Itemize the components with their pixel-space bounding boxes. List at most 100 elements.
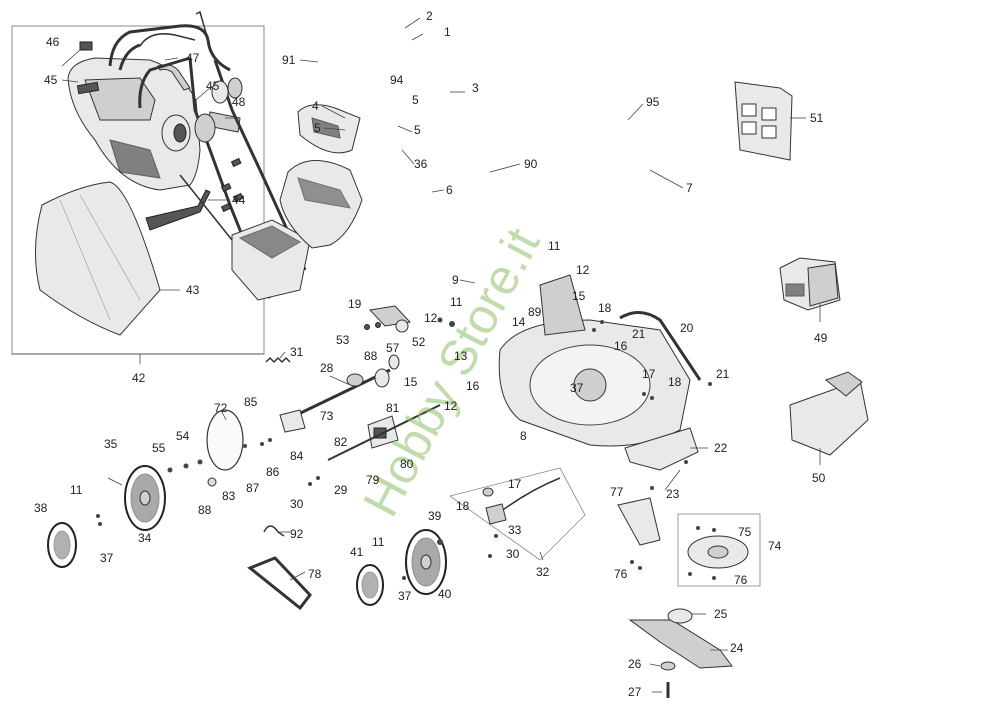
callout-21: 21 [716, 367, 730, 381]
callout-43: 43 [186, 283, 200, 297]
callout-94: 94 [390, 73, 404, 87]
callout-32: 32 [536, 565, 550, 579]
callout-53: 53 [336, 333, 350, 347]
callout-19: 19 [348, 297, 362, 311]
callout-81: 81 [386, 401, 400, 415]
callout-75: 75 [738, 525, 752, 539]
callout-85: 85 [244, 395, 258, 409]
callout-29: 29 [334, 483, 348, 497]
height-lever-cable-part [499, 477, 561, 513]
callout-16: 16 [614, 339, 628, 353]
charger-part [789, 379, 869, 456]
callout-12: 12 [424, 311, 438, 325]
callout-17: 17 [642, 367, 656, 381]
callout-7: 7 [686, 181, 693, 195]
callout-86: 86 [266, 465, 280, 479]
callout-15: 15 [572, 289, 586, 303]
callout-87: 87 [246, 481, 260, 495]
callout-95: 95 [646, 95, 660, 109]
callout-14: 14 [512, 315, 526, 329]
callout-12: 12 [576, 263, 590, 277]
callout-13: 13 [454, 349, 468, 363]
callout-27: 27 [628, 685, 642, 699]
front-axle-part [285, 368, 391, 422]
callout-74: 74 [768, 539, 782, 553]
callout-49: 49 [814, 331, 828, 345]
gear-housing-part [279, 409, 306, 433]
callout-37: 37 [398, 589, 412, 603]
callout-37: 37 [100, 551, 114, 565]
callout-15: 15 [404, 375, 418, 389]
callout-80: 80 [400, 457, 414, 471]
blade-part [628, 619, 733, 669]
callout-47: 47 [186, 51, 200, 65]
callout-82: 82 [334, 435, 348, 449]
callout-73: 73 [320, 409, 334, 423]
callout-11: 11 [450, 295, 463, 309]
callout-57: 57 [386, 341, 400, 355]
callout-76: 76 [614, 567, 628, 581]
callout-83: 83 [222, 489, 236, 503]
callout-77: 77 [610, 485, 624, 499]
callout-31: 31 [290, 345, 304, 359]
callout-18: 18 [598, 301, 612, 315]
callout-3: 3 [472, 81, 479, 95]
blade-adaptor-part [667, 608, 693, 624]
callout-79: 79 [366, 473, 380, 487]
callout-39: 39 [428, 509, 442, 523]
wheel-cover-disc-part [206, 409, 244, 471]
callout-40: 40 [438, 587, 452, 601]
callout-54: 54 [176, 429, 190, 443]
knob-right-part [211, 80, 229, 104]
catcher-lip-part [145, 189, 211, 231]
catcher-top-part [67, 57, 201, 191]
callout-48: 48 [232, 95, 246, 109]
callout-46: 46 [46, 35, 60, 49]
callout-17: 17 [508, 477, 522, 491]
callout-30: 30 [506, 547, 520, 561]
callout-92: 92 [290, 527, 304, 541]
washer-part [660, 661, 676, 671]
callout-30: 30 [290, 497, 304, 511]
rear-flap-part [624, 427, 699, 471]
callout-25: 25 [714, 607, 728, 621]
callout-78: 78 [308, 567, 322, 581]
deck-bracket-part [539, 274, 586, 336]
callout-89: 89 [528, 305, 542, 319]
catcher-clip-part [79, 41, 93, 51]
callout-11: 11 [372, 535, 385, 549]
callout-45: 45 [44, 73, 58, 87]
small-spring-part [263, 525, 285, 537]
callout-26: 26 [628, 657, 642, 671]
callout-34: 34 [138, 531, 152, 545]
callout-22: 22 [714, 441, 728, 455]
callout-50: 50 [812, 471, 826, 485]
callout-88: 88 [364, 349, 378, 363]
callout-9: 9 [452, 273, 459, 287]
pin-part [230, 157, 242, 168]
callout-12: 12 [444, 399, 458, 413]
knob-washer-part [194, 113, 216, 143]
callout-18: 18 [668, 375, 682, 389]
rear-axle-rod-part [619, 311, 702, 381]
callout-2: 2 [426, 9, 433, 23]
callout-38: 38 [34, 501, 48, 515]
callout-52: 52 [412, 335, 426, 349]
callout-21: 21 [632, 327, 646, 341]
spring-part [265, 356, 291, 364]
callout-8: 8 [520, 429, 527, 443]
callout-5: 5 [412, 93, 419, 107]
drive-belt-part [247, 556, 312, 611]
callout-84: 84 [290, 449, 304, 463]
callout-41: 41 [350, 545, 364, 559]
callout-44: 44 [232, 193, 246, 207]
leader-lines [61, 17, 821, 693]
callout-35: 35 [104, 437, 118, 451]
fasteners [96, 317, 716, 580]
bracket-77-part [617, 497, 661, 546]
callout-1: 1 [444, 25, 451, 39]
sticker-part [734, 81, 793, 161]
callout-4: 4 [312, 99, 319, 113]
